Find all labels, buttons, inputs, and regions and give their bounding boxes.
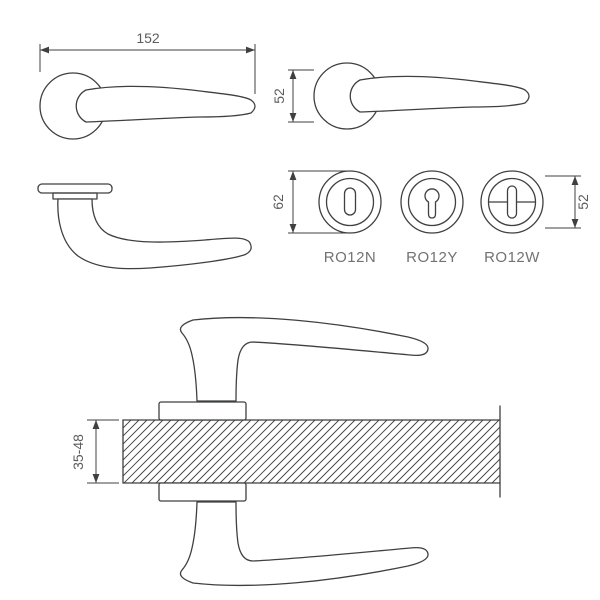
dim-rose-top: 52 <box>271 69 314 123</box>
model-label-euro: RO12Y <box>406 249 458 266</box>
lever-side-shape <box>57 198 252 270</box>
model-label-keyhole: RO12N <box>324 249 377 266</box>
euro-profile <box>424 188 440 219</box>
dim-escutcheon-left: 62 <box>270 170 351 234</box>
figure-door-section: 35-48 <box>70 316 501 587</box>
escutcheon-left-label: 62 <box>270 194 286 210</box>
escutcheon-right-label: 52 <box>575 194 591 210</box>
figure-handle-top-view-right: 52 <box>271 62 530 130</box>
section-handle-mirrored <box>158 482 429 587</box>
escutcheon-euro-cylinder <box>400 170 464 234</box>
thumbturn-bar <box>506 185 518 219</box>
door-hatching <box>122 419 501 484</box>
rose-side-collar <box>52 192 98 200</box>
keyhole-slot <box>343 187 357 216</box>
dim-handle-length: 152 <box>39 30 256 94</box>
handle-length-label: 152 <box>136 30 160 46</box>
escutcheon-wc-turn <box>480 170 544 234</box>
dim-escutcheon-right: 52 <box>545 175 591 229</box>
figure-handle-side-view <box>37 183 252 270</box>
escutcheon-keyhole <box>318 170 382 234</box>
figure-handle-top-view-left: 152 <box>39 30 256 140</box>
door-thickness-label: 35-48 <box>70 434 86 470</box>
rose-side-plate <box>37 183 113 194</box>
dim-door-thickness: 35-48 <box>70 419 119 484</box>
rose-top-label: 52 <box>271 88 287 104</box>
figure-escutcheons: 62 52 RO12N RO12Y RO12W <box>270 170 591 266</box>
model-label-wc: RO12W <box>484 249 540 266</box>
